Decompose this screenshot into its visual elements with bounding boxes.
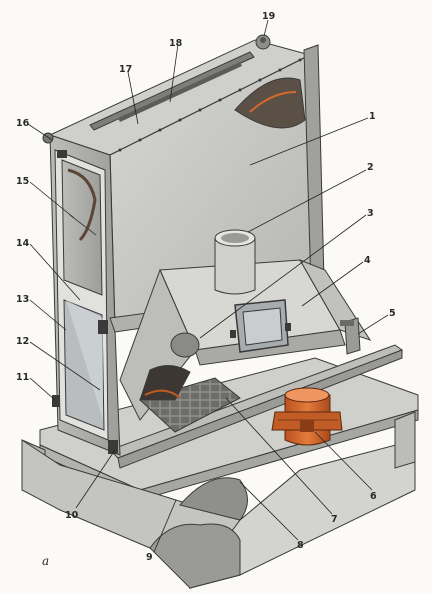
- callout-3: 3: [367, 208, 374, 219]
- callout-4: 4: [364, 255, 371, 266]
- chimney-pipe: [214, 229, 256, 295]
- callout-5: 5: [389, 308, 396, 319]
- callout-6: 6: [370, 491, 377, 502]
- side-bracket: [340, 317, 361, 355]
- callout-9: 9: [146, 552, 153, 563]
- callout-2: 2: [367, 162, 374, 173]
- callout-14: 14: [16, 238, 30, 249]
- callout-1: 1: [369, 111, 376, 122]
- callout-labels: 1 2 3 4 5 6 7 8 9 10 11 12 13 14 15 16 1…: [16, 11, 396, 568]
- subfigure-label: а: [42, 554, 49, 568]
- callout-18: 18: [169, 38, 183, 49]
- leader-lines: [27, 19, 389, 553]
- callout-12: 12: [16, 336, 29, 347]
- callout-13: 13: [16, 294, 29, 305]
- drip-tray: [109, 344, 404, 469]
- top-knob: [255, 34, 271, 50]
- side-knob: [42, 132, 54, 144]
- callout-7: 7: [331, 514, 338, 525]
- left-window-frame: [52, 149, 118, 454]
- callout-16: 16: [16, 118, 30, 129]
- callout-11: 11: [16, 372, 29, 383]
- callout-8: 8: [297, 540, 304, 551]
- callout-17: 17: [119, 64, 132, 75]
- callout-10: 10: [65, 510, 79, 521]
- grate: [139, 365, 241, 433]
- orange-cylinder: [271, 387, 343, 446]
- callout-19: 19: [262, 11, 275, 22]
- callout-15: 15: [16, 176, 29, 187]
